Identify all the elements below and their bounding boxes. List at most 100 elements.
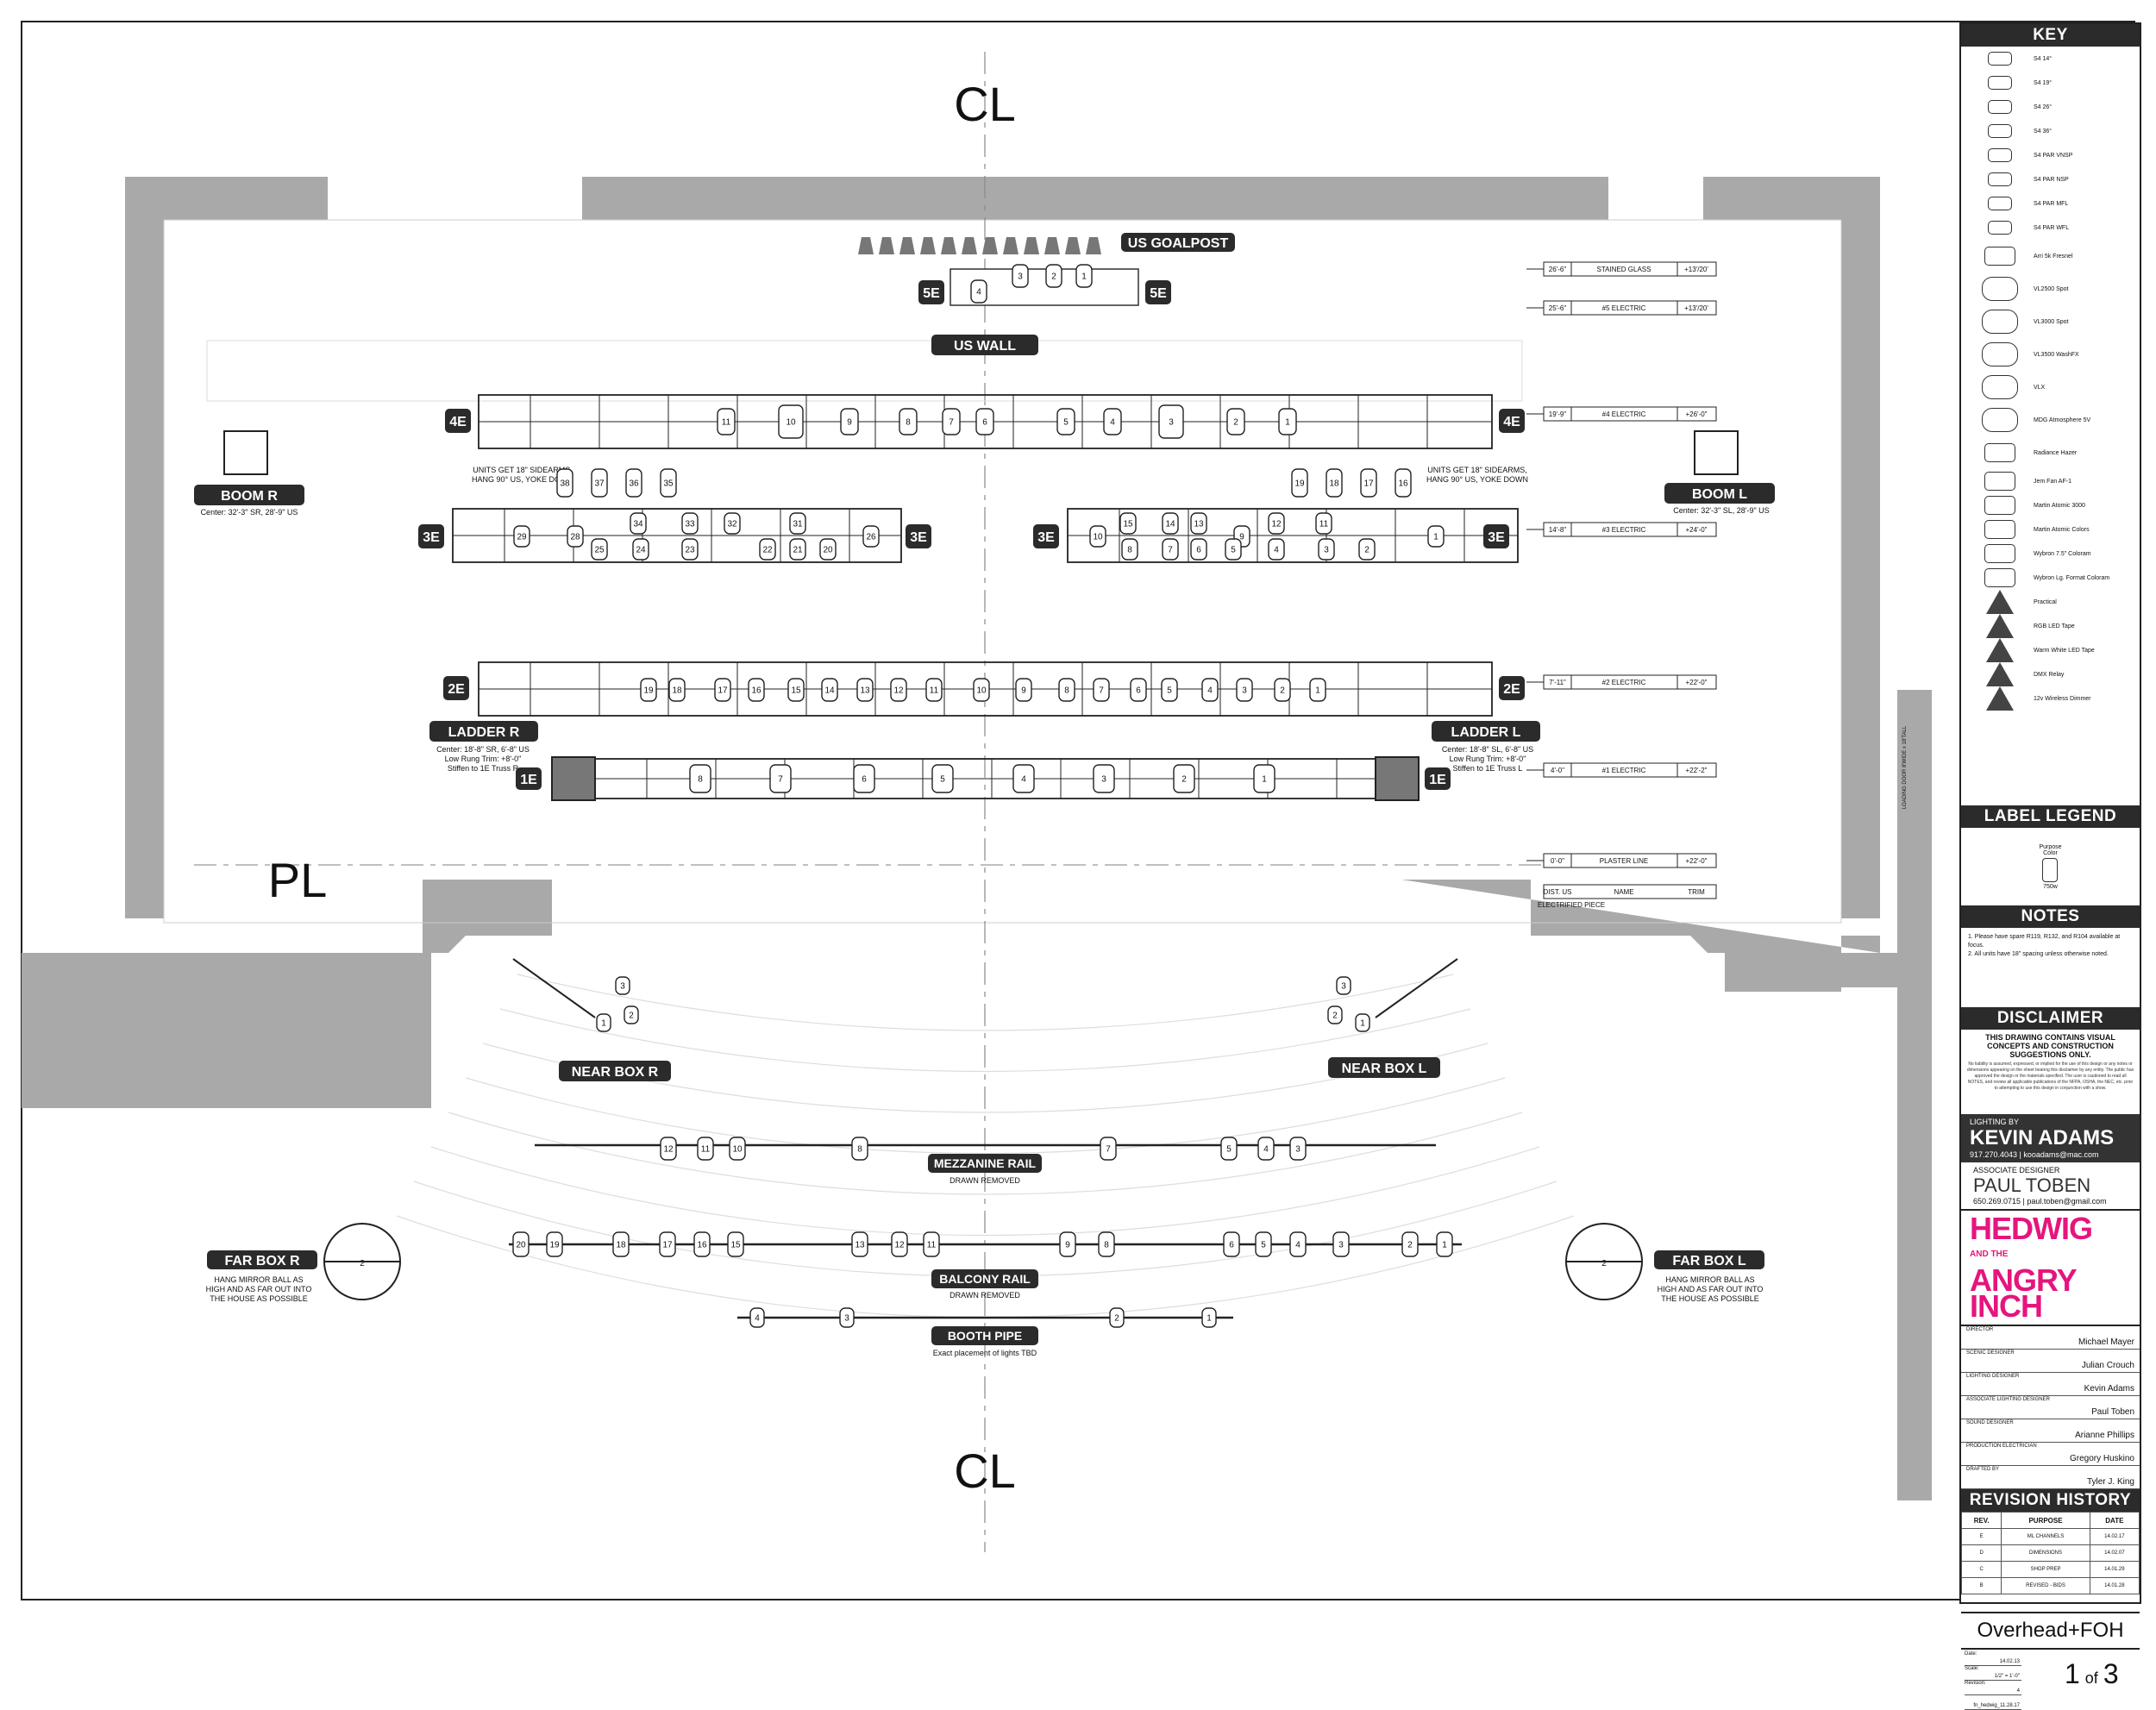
pipe-tag-3e-left-inner-bg [906, 524, 931, 548]
3e-right-unit: 12 [1271, 520, 1282, 529]
3e-boom-unit: 18 [1329, 479, 1339, 489]
2e-unit: 15 [791, 686, 801, 696]
pipe-tag-1e-right-bg [1425, 767, 1451, 790]
fixture-icon [1970, 496, 2030, 515]
balcony-unit-body [693, 1231, 711, 1257]
3e-boom-unit: 37 [594, 479, 605, 489]
sidearm-note-left-1: UNITS GET 18" SIDEARMS, [473, 466, 573, 474]
key-item-label: S4 14° [2034, 55, 2053, 62]
2e-unit: 8 [1064, 686, 1069, 696]
1e-truss-end-left [551, 756, 596, 801]
credit-name: Arianne Phillips [2075, 1431, 2134, 1440]
far-box-r-note: THE HOUSE AS POSSIBLE [210, 1294, 308, 1303]
associate-block: ASSOCIATE DESIGNER PAUL TOBEN 650.269.07… [1961, 1162, 2140, 1211]
revision-rev: E [1960, 1528, 2002, 1545]
booth-unit-body [1201, 1307, 1217, 1328]
key-item-label: Jem Fan AF-1 [2034, 478, 2071, 485]
booth-pipe-label-bg [931, 1326, 1038, 1345]
balcony-unit-body [923, 1231, 940, 1257]
schedule-header-dist: DIST. US [1544, 888, 1572, 896]
far-box-l-note: HIGH AND AS FAR OUT INTO [1658, 1285, 1764, 1293]
goalpost-unit [1044, 237, 1060, 254]
pipe-tag-4e-left: 4E [449, 415, 467, 429]
centerline-symbol-top: CL [954, 77, 1016, 131]
goalpost-unit [858, 237, 874, 254]
revision-date: 14.02.07 [2089, 1544, 2140, 1562]
credit-role: LIGHTING DESIGNER [1966, 1374, 2020, 1379]
3e-right-unit: 13 [1194, 520, 1204, 529]
2e-unit-body [973, 678, 990, 702]
1e-unit: 7 [778, 775, 783, 785]
fixture-icon [1970, 197, 2030, 210]
4e-unit: 3 [1169, 418, 1174, 428]
3e-left-unit-body [681, 538, 699, 561]
revision-purpose: ML CHANNELS [2001, 1528, 2090, 1545]
mezzanine-unit: 3 [1295, 1145, 1300, 1155]
revision-purpose: DIMENSIONS [2001, 1544, 2090, 1562]
1e-unit-body [1093, 764, 1115, 793]
sheet-meta: Date:14.02.13 Scale:1/2" = 1'-0" Revisio… [1961, 1650, 2140, 1710]
3e-right-unit: 1 [1433, 533, 1438, 542]
near-box-l-pipe [1375, 958, 1458, 1018]
boom-r-note: Center: 32'-3" SR, 28'-9" US [201, 508, 298, 517]
1e-unit: 3 [1101, 775, 1106, 785]
4e-unit: 8 [906, 418, 911, 428]
key-item: Wybron Lg. Format Coloram [1961, 566, 2140, 590]
1e-truss-end-right [1375, 756, 1420, 801]
3e-boom-unit: 17 [1363, 479, 1374, 489]
boom-l-base [1694, 430, 1739, 475]
electrified-piece-label: ELECTRIFIED PIECE [1538, 901, 1605, 909]
2e-unit-body [640, 678, 657, 702]
far-box-r-unit: 2 [360, 1259, 365, 1268]
3e-right-unit-body [1190, 512, 1207, 535]
3e-right-unit-body [1268, 512, 1285, 535]
schedule-trim: +22'-2" [1685, 767, 1707, 774]
4e-unit: 9 [847, 418, 852, 428]
disclaimer-block: THIS DRAWING CONTAINS VISUAL CONCEPTS AN… [1961, 1030, 2140, 1114]
3e-left-unit-body [862, 525, 880, 548]
balcony-unit: 15 [730, 1241, 741, 1250]
2e-unit: 19 [643, 686, 654, 696]
3e-right-unit-body [1162, 512, 1179, 535]
associate-name: PAUL TOBEN [1973, 1174, 2091, 1196]
schedule-trim: +22'-0" [1685, 679, 1707, 686]
wall-segment [1703, 177, 1841, 220]
goalpost-unit [920, 237, 936, 254]
key-item-label: Wybron Lg. Format Coloram [2034, 574, 2110, 581]
3e-boom-unit: 35 [663, 479, 674, 489]
mezzanine-rail-label: MEZZANINE RAIL [934, 1156, 1037, 1170]
far-box-l-note: THE HOUSE AS POSSIBLE [1661, 1294, 1759, 1303]
ladder-r-note: Stiffen to 1E Truss R [448, 764, 519, 773]
fixture-icon [1970, 443, 2030, 462]
schedule-dist: 25'-6" [1549, 304, 1567, 312]
disclaimer-fine: No liability is assumed, expressed, or i… [1966, 1062, 2134, 1091]
1e-unit: 4 [1021, 775, 1026, 785]
balcony-rail-label-bg [931, 1269, 1038, 1288]
3e-left-unit-body [789, 512, 806, 535]
balcony-unit-body [512, 1231, 530, 1257]
3e-left-unit: 31 [793, 520, 803, 529]
3e-right-unit: 15 [1123, 520, 1133, 529]
pipe-tag-3e-left-inner: 3E [910, 530, 927, 545]
balcony-unit-body [659, 1231, 676, 1257]
balcony-unit: 16 [697, 1241, 707, 1250]
credit-role: DRAFTED BY [1966, 1467, 2000, 1472]
2e-unit-body [1236, 678, 1253, 702]
credit-role: SCENIC DESIGNER [1966, 1350, 2015, 1356]
1e-unit: 6 [862, 775, 867, 785]
3e-right-unit: 11 [1319, 520, 1329, 529]
4e-unit-body [1278, 408, 1297, 435]
2e-unit-body [890, 678, 907, 702]
pipe-tag-4e-right: 4E [1503, 415, 1520, 429]
revision-date: 14.02.17 [2089, 1528, 2140, 1545]
fixture-icon [1970, 124, 2030, 138]
schedule-dist: 14'-8" [1549, 526, 1567, 534]
balcony-unit: 18 [616, 1241, 626, 1250]
key-item: Wybron 7.5" Coloram [1961, 542, 2140, 566]
key-item-label: Warm White LED Tape [2034, 647, 2095, 654]
ladder-r-label: LADDER R [448, 725, 520, 740]
